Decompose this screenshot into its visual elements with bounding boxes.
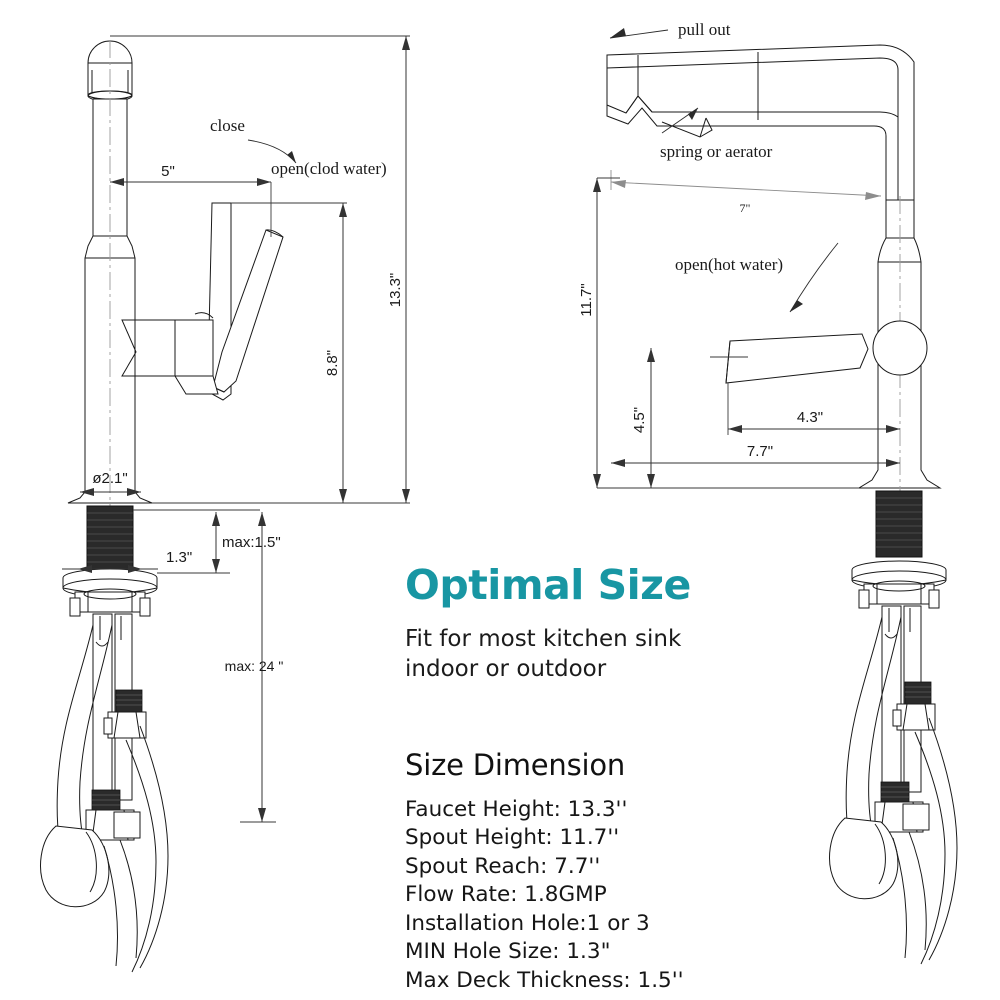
spec-item-max-deck-thickness: Max Deck Thickness: 1.5'' [405,967,684,993]
callout-open-hot: open(hot water) [675,242,839,313]
spec-item-flow-rate: Flow Rate: 1.8GMP [405,882,607,908]
marketing-subtitle-line1: Fit for most kitchen sink [405,626,682,652]
dim-label-8-8in: 8.8" [324,350,341,376]
callout-spring-aerator-label: spring or aerator [660,142,773,161]
right-side-view-drawing: 7" 11.7" 4.5" 4.3" [580,20,958,965]
callout-spring-aerator: spring or aerator [660,107,773,161]
faucet-handle-open [212,229,284,393]
dim-label-1-3in: 1.3" [166,549,192,566]
marketing-block: Optimal Size Fit for most kitchen sink i… [405,565,735,685]
spec-item-installation-hole: Installation Hole:1 or 3 [405,910,650,936]
dim-label-7-7in: 7.7" [747,443,773,460]
dim-label-4-3in: 4.3" [797,409,823,426]
dim-label-4-5in: 4.5" [631,407,648,433]
dimension-base-diameter: ø2.1" [80,470,141,496]
flexible-hoses [40,624,169,973]
dimension-spout-reach-top: 7" [610,170,882,215]
threaded-shank [86,505,134,573]
optimal-size-headline: Optimal Size [405,561,691,609]
dimension-handle-height: 8.8" [231,202,347,503]
marketing-subtitle-line2: indoor or outdoor [405,656,607,683]
deck-plate-right [851,560,947,609]
dim-label-max-24in: max: 24 " [225,658,284,674]
spec-item-faucet-height: Faucet Height: 13.3'' [405,797,628,822]
faucet-handle-side [710,320,928,384]
left-front-view-drawing: 5" 13.3" 8.8" ø2.1" [40,35,410,973]
faucet-valve-housing [121,312,219,395]
callout-pull-out-label: pull out [678,20,731,39]
specs-list: Faucet Height: 13.3'' Spout Height: 11.7… [405,796,755,995]
dimension-min-hole-size: 1.3" [62,549,192,573]
callout-pull-out: pull out [609,20,731,39]
spout-arm-and-sprayer [606,44,915,201]
dim-label-dia-2-1in: ø2.1" [92,470,127,487]
dim-label-13-3in: 13.3" [387,273,404,308]
marketing-subtitle: Fit for most kitchen sink indoor or outd… [405,624,735,685]
dim-label-5in: 5" [161,163,175,180]
callout-open-hot-label: open(hot water) [675,255,783,274]
spec-item-spout-height: Spout Height: 11.7'' [405,825,620,851]
dim-label-7in: 7" [740,201,751,215]
specs-block: Size Dimension Faucet Height: 13.3'' Spo… [405,748,755,995]
deck-plate-and-mount [62,568,158,617]
dimension-spout-height: 11.7" [580,177,859,489]
dimension-max-deck-thickness: max:1.5" [133,509,281,574]
flexible-hoses-right [829,616,958,965]
dimension-faucet-height: 13.3" [110,35,410,504]
callout-close: close [210,116,297,164]
specs-title: Size Dimension [405,748,626,782]
spec-item-min-hole-size: MIN Hole Size: 1.3" [405,939,611,965]
dim-label-max-1-5in: max:1.5" [222,534,281,551]
dimension-handle-reach-side: 4.3" [727,383,900,435]
dimension-handle-reach: 5" [110,163,272,237]
callout-open-cold-label: open(clod water) [271,159,387,178]
supply-tubes-right [874,605,936,833]
dimension-max-total-length: max: 24 " [225,512,284,823]
callout-close-label: close [210,116,245,135]
spec-item-spout-reach: Spout Reach: 7.7'' [405,853,601,879]
dimension-total-reach: 7.7" [611,443,900,467]
threaded-shank-right [875,490,923,558]
callout-open-cold: open(clod water) [271,159,387,178]
dim-label-11-7in: 11.7" [580,283,595,316]
supply-tubes [85,613,147,841]
dimension-handle-height-side: 4.5" [631,348,655,488]
